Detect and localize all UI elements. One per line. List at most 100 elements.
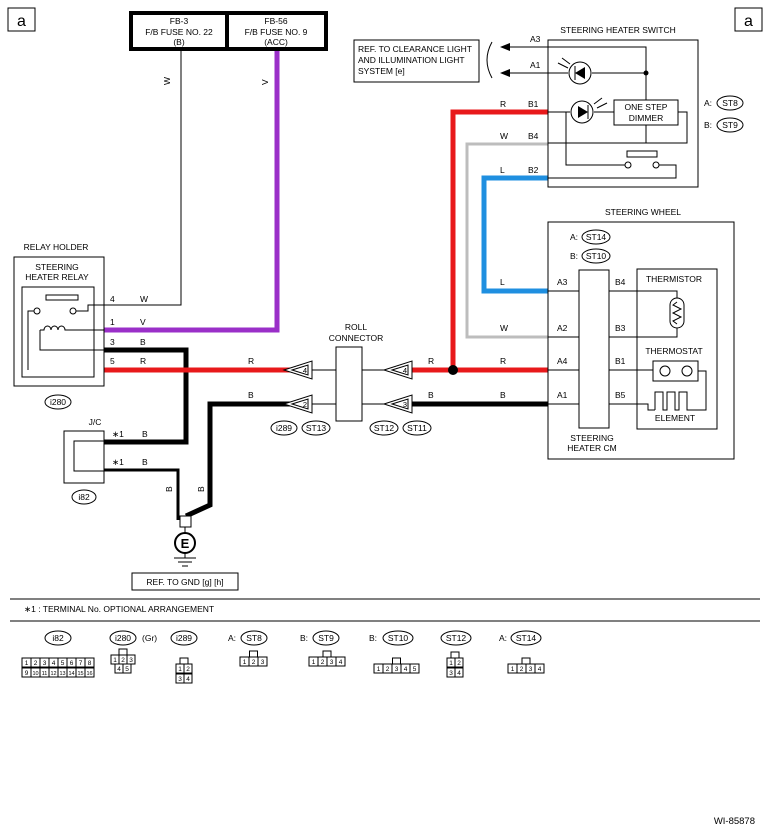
switch-conn-b-id: ST9 [722,120,738,130]
pin-number: 3 [395,666,399,673]
relay-title-line2: HEATER RELAY [25,272,89,282]
pin-number: 10 [32,671,38,677]
relay-title-line1: STEERING [35,262,78,272]
joint-connector: J/C ∗1 ∗1 i82 [63,417,124,505]
wheel-conn-a-id: ST14 [586,232,607,242]
face-st8-label: ST8 [246,633,262,643]
wire-b-gnd-roll [184,401,290,519]
pin-number: 2 [520,666,524,673]
dimmer-line2: DIMMER [629,113,663,123]
pin-number: 3 [43,660,47,667]
wheel-pin-b4: B4 [615,277,626,287]
pin-number: 2 [121,657,125,664]
ref-clearance-line3: SYSTEM [e] [358,66,405,76]
pin-number: 12 [50,671,56,677]
wire-label-b-left: B [248,390,254,400]
face-st8-prefix: A: [228,633,236,643]
jc-title: J/C [89,417,102,427]
wheel-conn-b-id: ST10 [586,251,607,261]
face-st10-prefix: B: [369,633,377,643]
pin-number: 2 [321,659,325,666]
wire-label-b-wheel: B [500,390,506,400]
wire-r-b1 [450,109,548,373]
pin-number: 3 [449,670,453,677]
pin-number: 13 [59,671,65,677]
pin-cell [84,667,95,678]
steering-heater-switch: STEERING HEATER SWITCH A3 A1 B1 B4 B2 ON… [500,25,744,188]
pin-number: 3 [129,657,133,664]
pin-cell [183,673,193,684]
pin-number: 11 [42,671,48,677]
pin-number: 5 [413,666,417,673]
fuse-fb56: FB-56 F/B FUSE NO. 9 (ACC) [225,11,328,51]
jc-conn-id: i82 [78,492,90,502]
relay-holder-title: RELAY HOLDER [24,242,89,252]
fuse-fb56-name: F/B FUSE NO. 9 [245,27,308,37]
corner-label-left: a [7,7,36,32]
ref-clearance-box: REF. TO CLEARANCE LIGHT AND ILLUMINATION… [353,39,493,83]
switch-pin-a3: A3 [530,34,541,44]
pin-number: 8 [88,660,92,667]
pin-number: 4 [404,666,408,673]
wire-label-gnd1: B [164,486,174,492]
pin-number: 4 [538,666,542,673]
roll-conn-st13: ST13 [306,423,327,433]
roll-left-pin-4: 4 [303,366,307,375]
wheel-conn-a-prefix: A: [570,232,578,242]
switch-pin-a1: A1 [530,60,541,70]
connector-lock-tab [392,657,401,665]
relay-coil-icon [40,325,68,331]
pin-cell [409,663,420,674]
roll-title-line2: CONNECTOR [329,333,384,343]
switch-pin-b4: B4 [528,131,539,141]
wire-label-l-switch: L [500,165,505,175]
pin-number: 7 [79,660,83,667]
pin-number: 3 [330,659,334,666]
face-st9-label: ST9 [318,633,334,643]
wire-label-r-switch: R [500,99,506,109]
wire-label-relay1: V [140,317,146,327]
steering-wheel: STEERING WHEEL A: ST14 B: ST10 A3 A2 A4 … [547,207,735,460]
pin-number: 3 [178,676,182,683]
thermostat-label: THERMOSTAT [645,346,702,356]
corner-label-right: a [734,7,763,32]
face-i280-suffix: (Gr) [142,633,157,643]
pin-number: 1 [312,659,316,666]
connector-lock-tab [179,657,189,665]
fuse-fb56-source: (ACC) [264,37,288,47]
face-st14-label: ST14 [516,633,537,643]
wire-label-jc1: B [142,429,148,439]
roll-conn-st11: ST11 [407,423,427,433]
face-i280-label: i280 [115,633,131,643]
relay-contact-icon [45,294,79,301]
cm-title-line1: STEERING [570,433,613,443]
pin-number: 1 [113,657,117,664]
pin-cell [257,656,268,667]
pin-number: 5 [125,666,129,673]
ground-ref: REF. TO GND [g] [h] [146,577,223,587]
pin-cell [335,656,346,667]
pin-cell [84,657,95,668]
wire-label-b-right: B [428,390,434,400]
face-i82-label: i82 [52,633,64,643]
wire-b-relay3 [104,347,189,445]
fuse-fb3-id: FB-3 [170,16,189,26]
pin-cell [454,667,464,678]
connector-lock-tab [521,657,531,665]
heater-element-icon [637,369,695,411]
pin-number: 2 [386,666,390,673]
wheel-pin-b1: B1 [615,356,626,366]
face-st10-label: ST10 [388,633,409,643]
pin-number: 2 [34,660,38,667]
fuse-fb3: FB-3 F/B FUSE NO. 22 (B) [129,11,229,51]
pin-number: 2 [252,659,256,666]
fuse-fb3-name: F/B FUSE NO. 22 [145,27,213,37]
wire-label-r-left: R [248,356,254,366]
face-st9-prefix: B: [300,633,308,643]
